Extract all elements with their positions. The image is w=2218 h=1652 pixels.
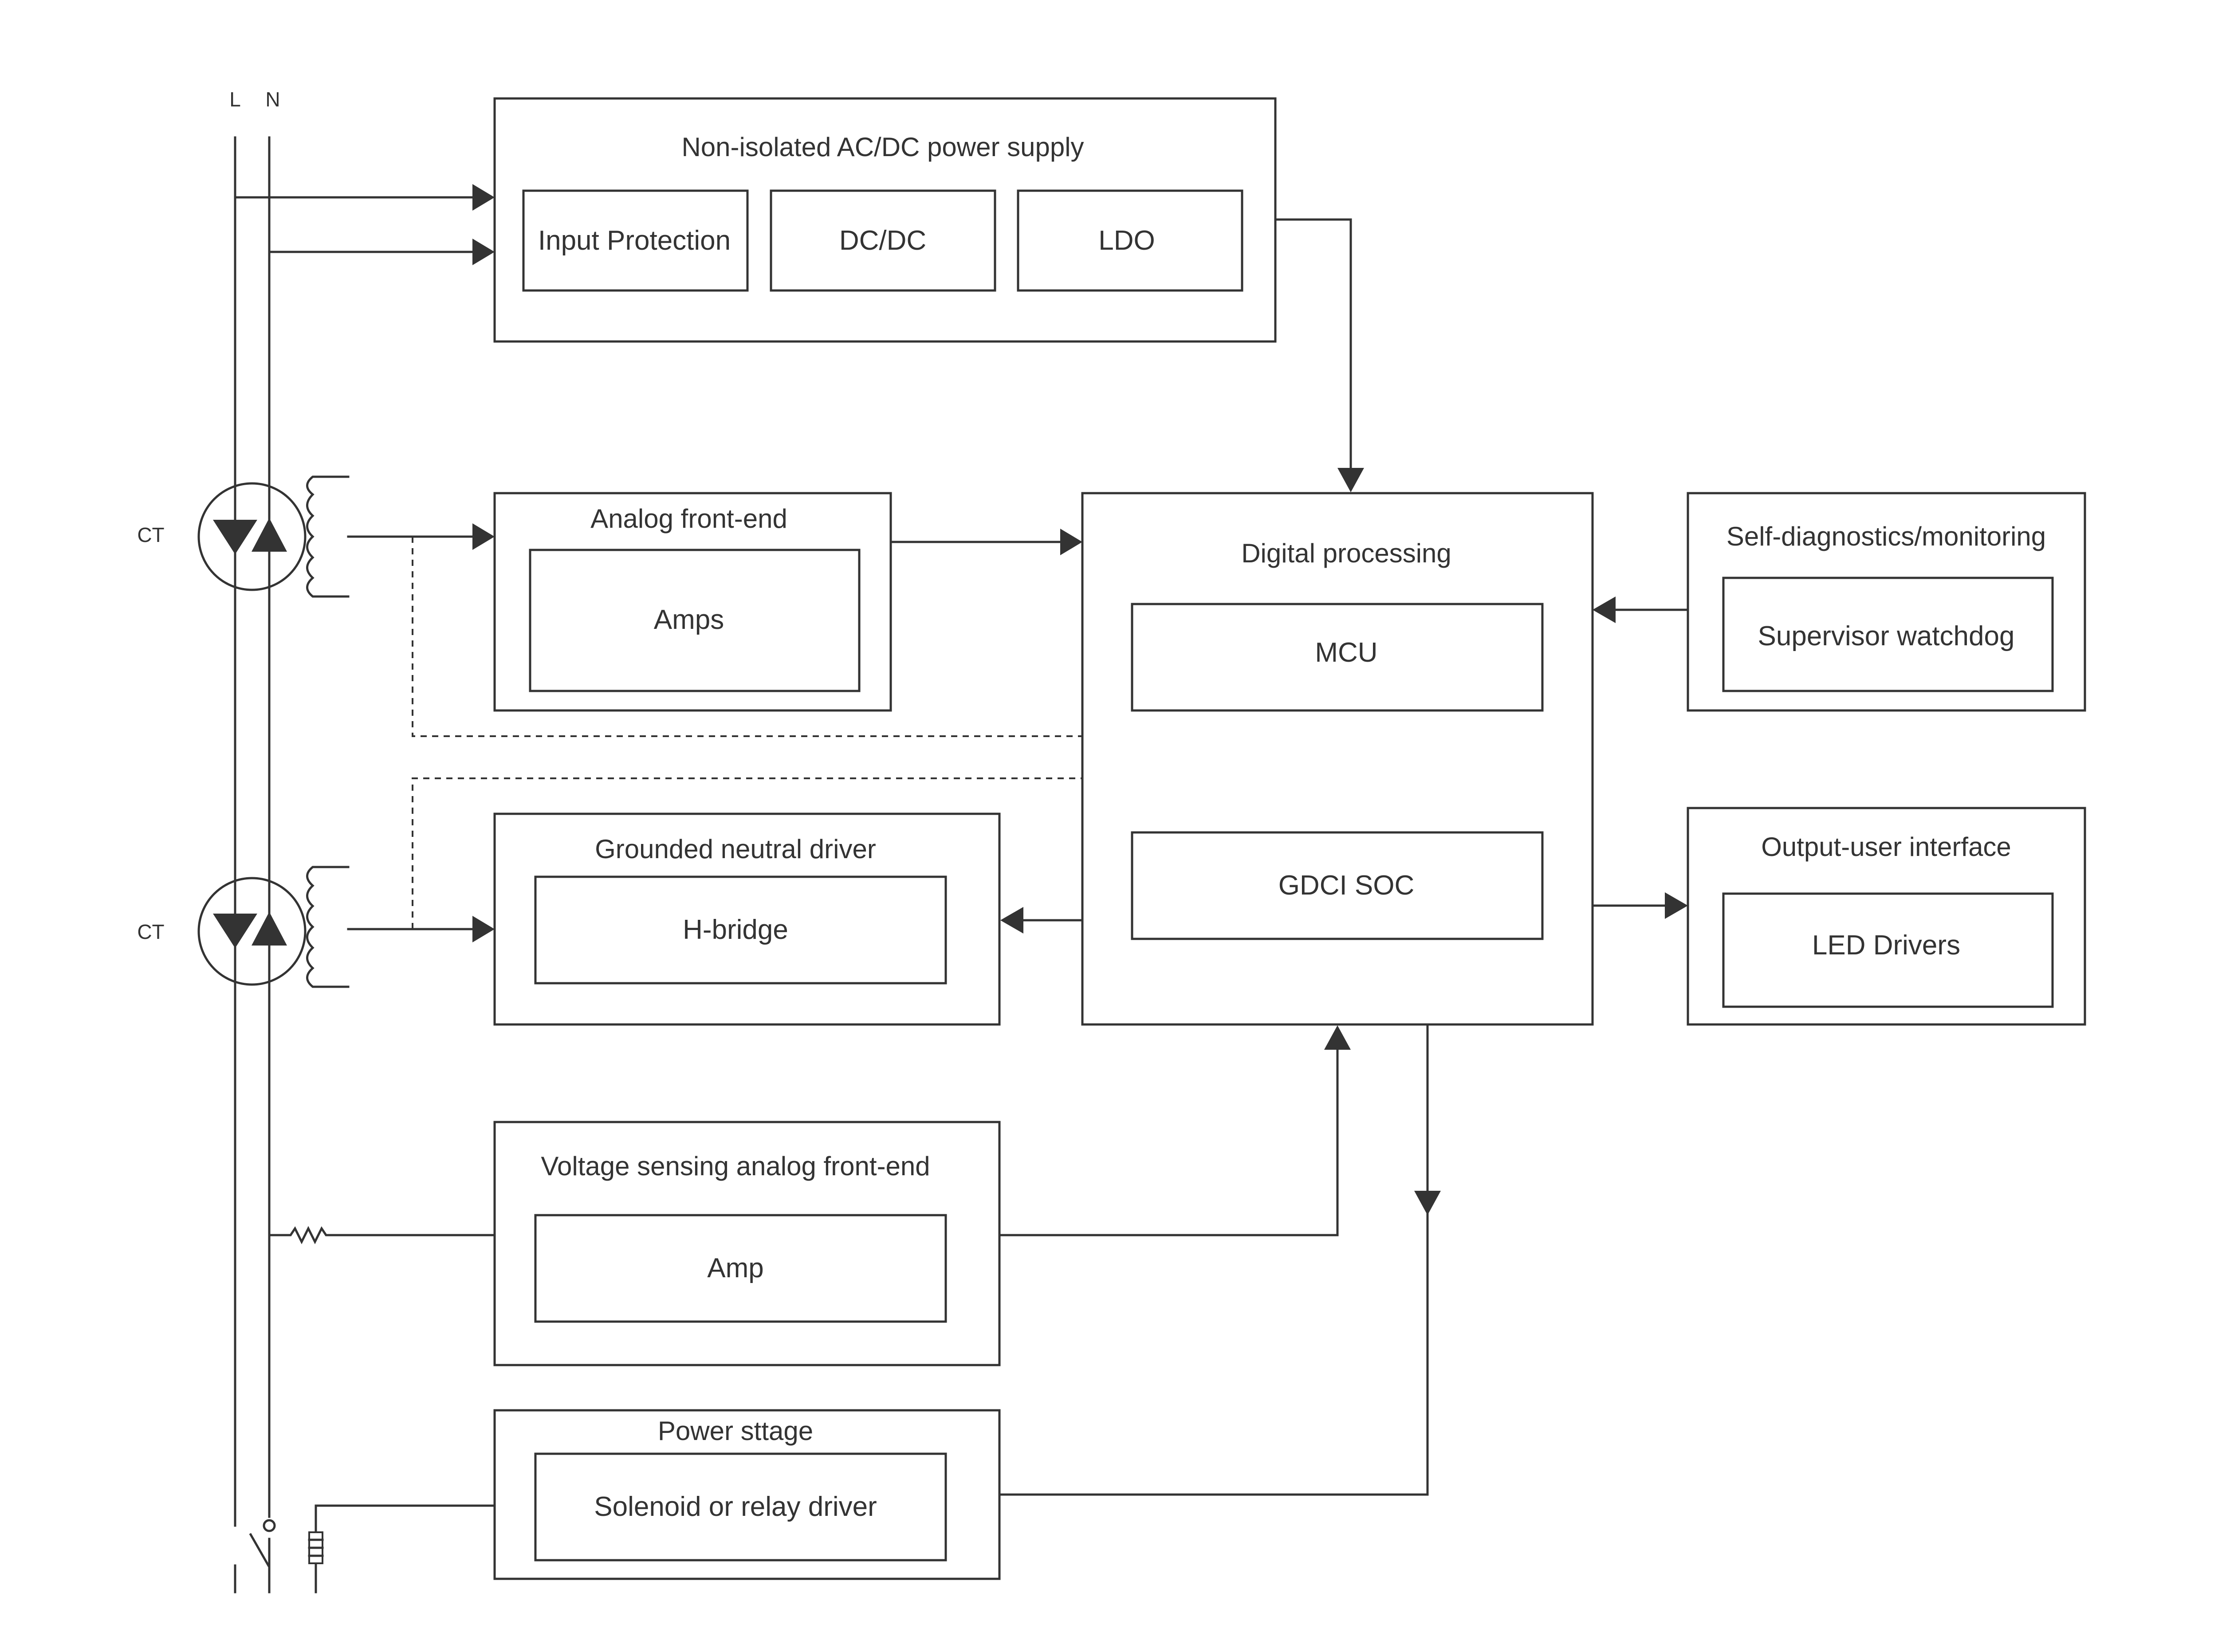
- arrow-down-icon: [1414, 1191, 1441, 1215]
- ct-ring-icon: [197, 482, 307, 591]
- arrow-right-icon: [472, 239, 495, 265]
- digital-processing-title: Digital processing: [1241, 538, 1451, 568]
- arrow-up-icon: [1324, 1025, 1351, 1050]
- voltage-sensing-title: Voltage sensing analog front-end: [541, 1151, 930, 1181]
- relay-switch: [249, 1504, 496, 1593]
- input-protection-box: [522, 189, 749, 292]
- arrow-down-icon: [1337, 468, 1364, 492]
- supply-to-processor: [1274, 218, 1364, 492]
- analog-front-end-block: Analog front-end Amps: [493, 492, 1082, 712]
- supervisor-watchdog-label: Supervisor watchdog: [1758, 621, 2015, 651]
- digital-processing-box: [1081, 492, 1594, 1026]
- processor-to-power-stage-wire: [998, 1023, 1429, 1496]
- relay-driver-box: [534, 1452, 947, 1562]
- power-stage-block: Power sttage Solenoid or relay driver: [493, 1023, 1441, 1580]
- arrow-right-icon: [1060, 529, 1082, 555]
- arrow-right-icon: [472, 184, 495, 211]
- arrow-right-icon: [472, 523, 495, 550]
- mcu-box: [1131, 603, 1544, 712]
- gdci-soc-box: [1131, 831, 1544, 940]
- supervisor-watchdog-box: [1722, 577, 2054, 692]
- ct-sensor-2: CT: [137, 866, 495, 988]
- mcu-label: MCU: [1315, 637, 1377, 668]
- switch-contact-icon: [263, 1519, 276, 1532]
- dcdc-label: DC/DC: [839, 225, 926, 256]
- power-supply-block: Non-isolated AC/DC power supply Input Pr…: [493, 97, 1277, 343]
- ct-triangle-down-icon: [213, 914, 257, 948]
- grounded-neutral-driver-title: Grounded neutral driver: [595, 834, 876, 864]
- h-bridge-label: H-bridge: [683, 914, 788, 945]
- power-stage-title: Power sttage: [658, 1416, 813, 1446]
- ct-triangle-up-icon: [252, 518, 287, 552]
- ldo-box: [1017, 189, 1243, 292]
- dashed-line-1: [412, 537, 1082, 737]
- dashed-line-2: [412, 777, 1082, 929]
- h-bridge-box: [534, 875, 947, 985]
- supply-feed-wire: [1274, 218, 1352, 471]
- test-dashed-lines: [412, 537, 1082, 929]
- gdci-soc-label: GDCI SOC: [1278, 870, 1415, 901]
- line-label: L: [229, 88, 241, 111]
- ct-label: CT: [137, 523, 164, 546]
- led-drivers-box: [1722, 892, 2054, 1008]
- ct-winding-icon: [306, 866, 350, 988]
- ldo-label: LDO: [1098, 225, 1155, 256]
- self-diagnostics-title: Self-diagnostics/monitoring: [1726, 522, 2046, 551]
- digital-processing-block: Digital processing MCU GDCI SOC: [1081, 492, 1594, 1026]
- arrow-left-icon: [1000, 907, 1023, 934]
- dcdc-box: [770, 189, 996, 292]
- arrow-right-icon: [472, 916, 495, 942]
- amps-box: [529, 549, 861, 692]
- neutral-label: N: [265, 88, 280, 111]
- voltage-to-processor-wire: [998, 1048, 1339, 1236]
- output-user-interface-block: Output-user interface LED Drivers: [1591, 807, 2086, 1026]
- input-protection-label: Input Protection: [538, 225, 731, 256]
- coil-wire: [315, 1504, 496, 1593]
- relay-driver-label: Solenoid or relay driver: [594, 1491, 877, 1522]
- ct-ring-icon: [197, 877, 307, 986]
- power-supply-feeds: [234, 184, 495, 265]
- ct-label: CT: [137, 920, 164, 943]
- switch-blade-icon: [249, 1533, 270, 1567]
- grounded-neutral-driver-block: Grounded neutral driver H-bridge: [493, 812, 1084, 1026]
- output-user-interface-title: Output-user interface: [1761, 832, 2011, 862]
- ct-sensor-1: CT: [137, 475, 495, 598]
- arrow-left-icon: [1593, 596, 1616, 623]
- analog-front-end-title: Analog front-end: [590, 504, 787, 534]
- ct-triangle-down-icon: [213, 520, 257, 554]
- amp-box: [534, 1214, 947, 1323]
- ct-triangle-up-icon: [252, 912, 287, 946]
- amp-label: Amp: [707, 1253, 763, 1283]
- led-drivers-label: LED Drivers: [1812, 930, 1960, 961]
- amps-label: Amps: [654, 604, 724, 635]
- power-supply-title: Non-isolated AC/DC power supply: [681, 132, 1084, 162]
- resistor-icon: [268, 1226, 496, 1244]
- self-diagnostics-block: Self-diagnostics/monitoring Supervisor w…: [1593, 492, 2086, 712]
- ct-winding-icon: [306, 475, 350, 598]
- arrow-right-icon: [1665, 892, 1688, 919]
- mains-lines: L N: [229, 88, 280, 1593]
- voltage-sensing-block: Voltage sensing analog front-end Amp: [493, 1025, 1351, 1366]
- voltage-sense-input: [268, 1226, 496, 1244]
